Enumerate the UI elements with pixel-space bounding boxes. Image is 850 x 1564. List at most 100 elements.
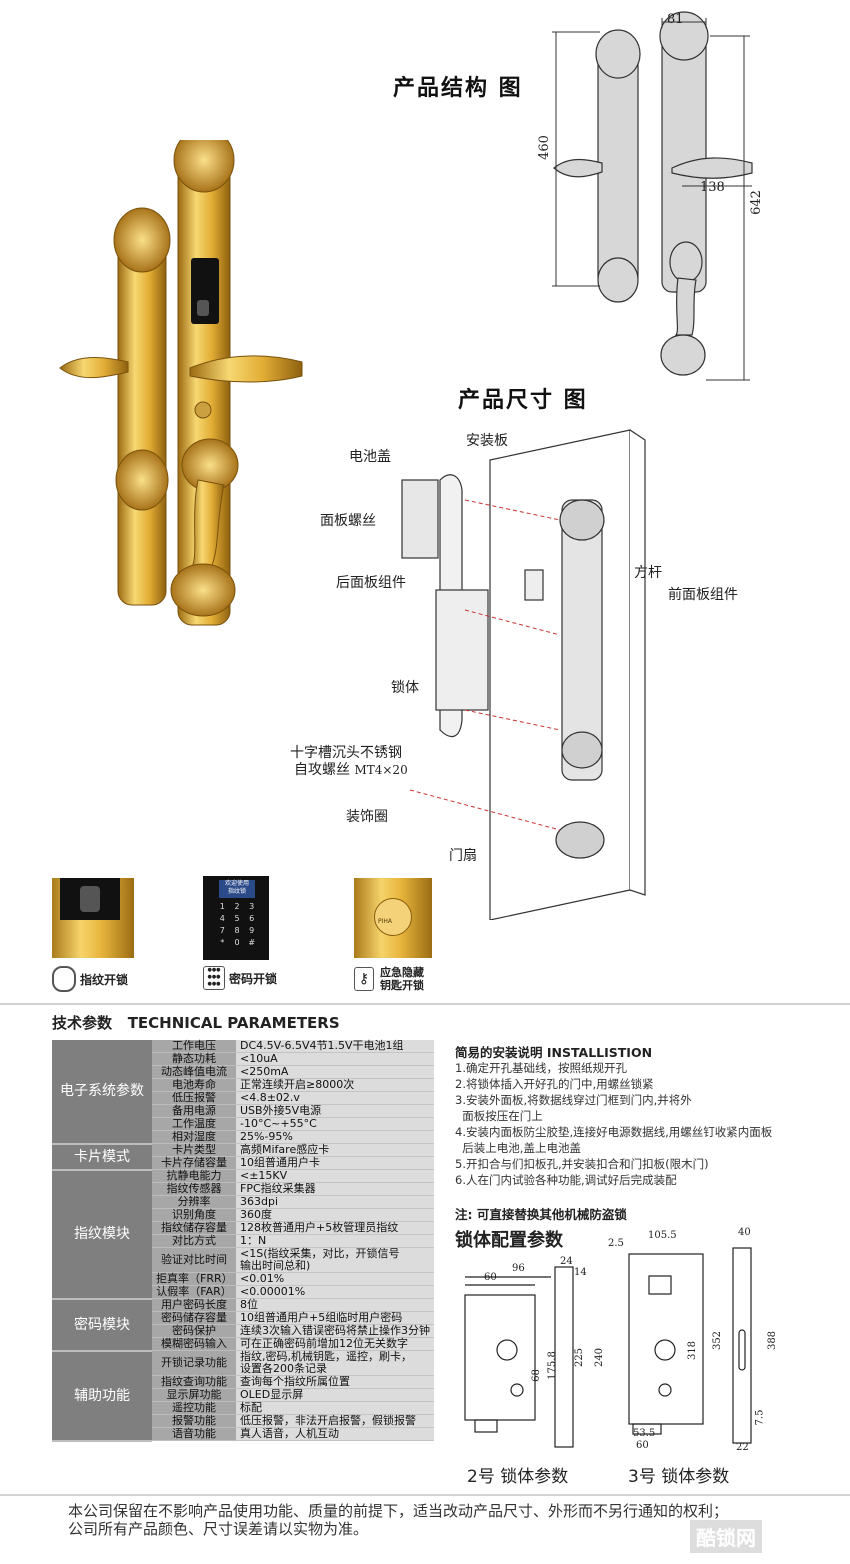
tech-param-value: OLED显示屏 bbox=[236, 1388, 434, 1402]
tech-param-name: 备用电源 bbox=[152, 1104, 236, 1118]
divider bbox=[0, 1003, 850, 1005]
lock3-dim-53.5: 53.5 bbox=[633, 1428, 656, 1439]
tech-param-name: 报警功能 bbox=[152, 1414, 236, 1428]
tech-row: 拒真率（FRR）<0.01% bbox=[52, 1272, 434, 1286]
tech-param-name: 工作温度 bbox=[152, 1117, 236, 1131]
lock3-dim-7.5: 7.5 bbox=[754, 1409, 766, 1426]
brand-mark: PIHA bbox=[378, 918, 393, 925]
dim-642: 642 bbox=[748, 190, 764, 215]
size-title: 产品尺寸 图 bbox=[458, 388, 588, 413]
tech-param-name: 拒真率（FRR） bbox=[152, 1272, 236, 1286]
lock2-drawing bbox=[464, 1266, 574, 1448]
lock2-dim-96: 96 bbox=[512, 1263, 525, 1274]
divider bbox=[0, 1494, 850, 1496]
label-rear-panel: 后面板组件 bbox=[336, 575, 406, 591]
lock3-dim-388: 388 bbox=[767, 1330, 779, 1351]
watermark: 酷锁网 bbox=[690, 1520, 762, 1553]
footer-line: 公司所有产品颜色、尺寸误差请以实物为准。 bbox=[68, 1520, 369, 1538]
tech-group-label: 指纹模块 bbox=[52, 1169, 152, 1300]
tech-row: 模糊密码输入可在正确密码前增加12位无关数字 bbox=[52, 1337, 434, 1351]
tech-param-value: 标配 bbox=[236, 1401, 434, 1415]
key: # bbox=[248, 938, 256, 947]
key: 7 bbox=[219, 926, 225, 935]
tech-param-name: 指纹传感器 bbox=[152, 1182, 236, 1196]
tech-param-value: <250mA bbox=[236, 1065, 434, 1079]
feature-keypad: ●●●●●●●●● 密码开锁 bbox=[203, 966, 277, 990]
tech-row: 遥控功能标配 bbox=[52, 1401, 434, 1415]
fingerprint-icon bbox=[52, 966, 76, 992]
keypad-icon: ●●●●●●●●● bbox=[203, 966, 225, 990]
tech-param-value: <±15KV bbox=[236, 1169, 434, 1183]
tech-row: 验证对比时间<1S(指纹采集，对比，开锁信号 输出时间总和) bbox=[52, 1247, 434, 1273]
feature-key: ⚷ 应急隐藏 钥匙开锁 bbox=[354, 966, 424, 992]
lock3-caption: 3号 锁体参数 bbox=[628, 1467, 730, 1487]
key: 5 bbox=[234, 914, 240, 923]
tech-group-label: 密码模块 bbox=[52, 1298, 152, 1352]
tech-param-name: 对比方式 bbox=[152, 1234, 236, 1248]
feature-label: 应急隐藏 钥匙开锁 bbox=[380, 966, 424, 992]
tech-param-value: <1S(指纹采集，对比，开锁信号 输出时间总和) bbox=[236, 1247, 434, 1273]
dim-460: 460 bbox=[536, 135, 552, 160]
tech-row: 电池寿命正常连续开启≥8000次 bbox=[52, 1078, 434, 1092]
tech-param-value: 高频Mifare感应卡 bbox=[236, 1143, 434, 1157]
tech-param-value: <0.01% bbox=[236, 1272, 434, 1286]
tech-param-name: 语音功能 bbox=[152, 1427, 236, 1441]
key: 3 bbox=[249, 902, 255, 911]
lock3-dim-60: 60 bbox=[636, 1440, 649, 1451]
label-front-panel: 前面板组件 bbox=[668, 587, 738, 603]
key: 8 bbox=[234, 926, 240, 935]
tech-param-value: 10组普通用户+5组临时用户密码 bbox=[236, 1311, 434, 1325]
tech-row: 认假率（FAR）<0.00001% bbox=[52, 1285, 434, 1299]
label-door-leaf: 门扇 bbox=[449, 848, 477, 864]
tech-param-value: DC4.5V-6.5V4节1.5V干电池1组 bbox=[236, 1040, 434, 1053]
install-step: 2.将锁体插入开好孔的门中,用螺丝锁紧 bbox=[455, 1077, 654, 1091]
tech-param-value: 128枚普通用户+5枚管理员指纹 bbox=[236, 1221, 434, 1235]
dim-138: 138 bbox=[700, 180, 725, 195]
tech-param-name: 识别角度 bbox=[152, 1208, 236, 1222]
tech-param-value: 低压报警，非法开启报警，假锁报警 bbox=[236, 1414, 434, 1428]
key: 2 bbox=[234, 902, 240, 911]
tech-param-name: 相对湿度 bbox=[152, 1130, 236, 1144]
install-steps: 1.确定开孔基础线，按照纸规开孔 2.将锁体插入开好孔的门中,用螺丝锁紧 3.安装外… bbox=[455, 1060, 795, 1188]
tech-param-name: 卡片存储容量 bbox=[152, 1156, 236, 1170]
key: 1 bbox=[219, 902, 225, 911]
tech-param-value: <4.8±02.v bbox=[236, 1091, 434, 1105]
install-step: 3.安装外面板,将数据线穿过门框到门内,并将外 面板按压在门上 bbox=[455, 1093, 692, 1123]
tech-group-label: 卡片模式 bbox=[52, 1143, 152, 1171]
tech-param-value: 连续3次输入错误密码将禁止操作3分钟 bbox=[236, 1324, 434, 1338]
tech-row: 静态功耗<10uA bbox=[52, 1052, 434, 1066]
lock3-dim-105.5: 105.5 bbox=[648, 1230, 677, 1241]
lock2-dim-240: 240 bbox=[594, 1347, 606, 1368]
tech-row: 低压报警<4.8±02.v bbox=[52, 1091, 434, 1105]
feature-fingerprint: 指纹开锁 bbox=[52, 966, 128, 992]
lock3-dim-40: 40 bbox=[738, 1227, 751, 1238]
tech-param-value: 8位 bbox=[236, 1298, 434, 1312]
key: * bbox=[220, 938, 225, 947]
exploded-drawing bbox=[401, 429, 646, 920]
lock3-dim-2.5: 2.5 bbox=[608, 1238, 624, 1249]
label-panel-screw: 面板螺丝 bbox=[320, 513, 376, 529]
install-note: 注: 可直接替换其他机械防盗锁 bbox=[455, 1207, 627, 1222]
install-step: 1.确定开孔基础线，按照纸规开孔 bbox=[455, 1061, 627, 1075]
tech-row: 报警功能低压报警，非法开启报警，假锁报警 bbox=[52, 1414, 434, 1428]
tech-param-value: FPC指纹采集器 bbox=[236, 1182, 434, 1196]
lock2-dim-225: 225 bbox=[574, 1347, 586, 1368]
feature-thumb-key: PIHA bbox=[354, 878, 432, 958]
tech-param-name: 验证对比时间 bbox=[152, 1247, 236, 1273]
keypad-display: 欢迎使用 指纹锁 bbox=[219, 880, 255, 898]
key-icon: ⚷ bbox=[354, 967, 374, 991]
label-mount-plate: 安装板 bbox=[466, 433, 508, 449]
lock2-dim-60: 60 bbox=[484, 1272, 497, 1283]
tech-param-name: 静态功耗 bbox=[152, 1052, 236, 1066]
tech-param-name: 卡片类型 bbox=[152, 1143, 236, 1157]
